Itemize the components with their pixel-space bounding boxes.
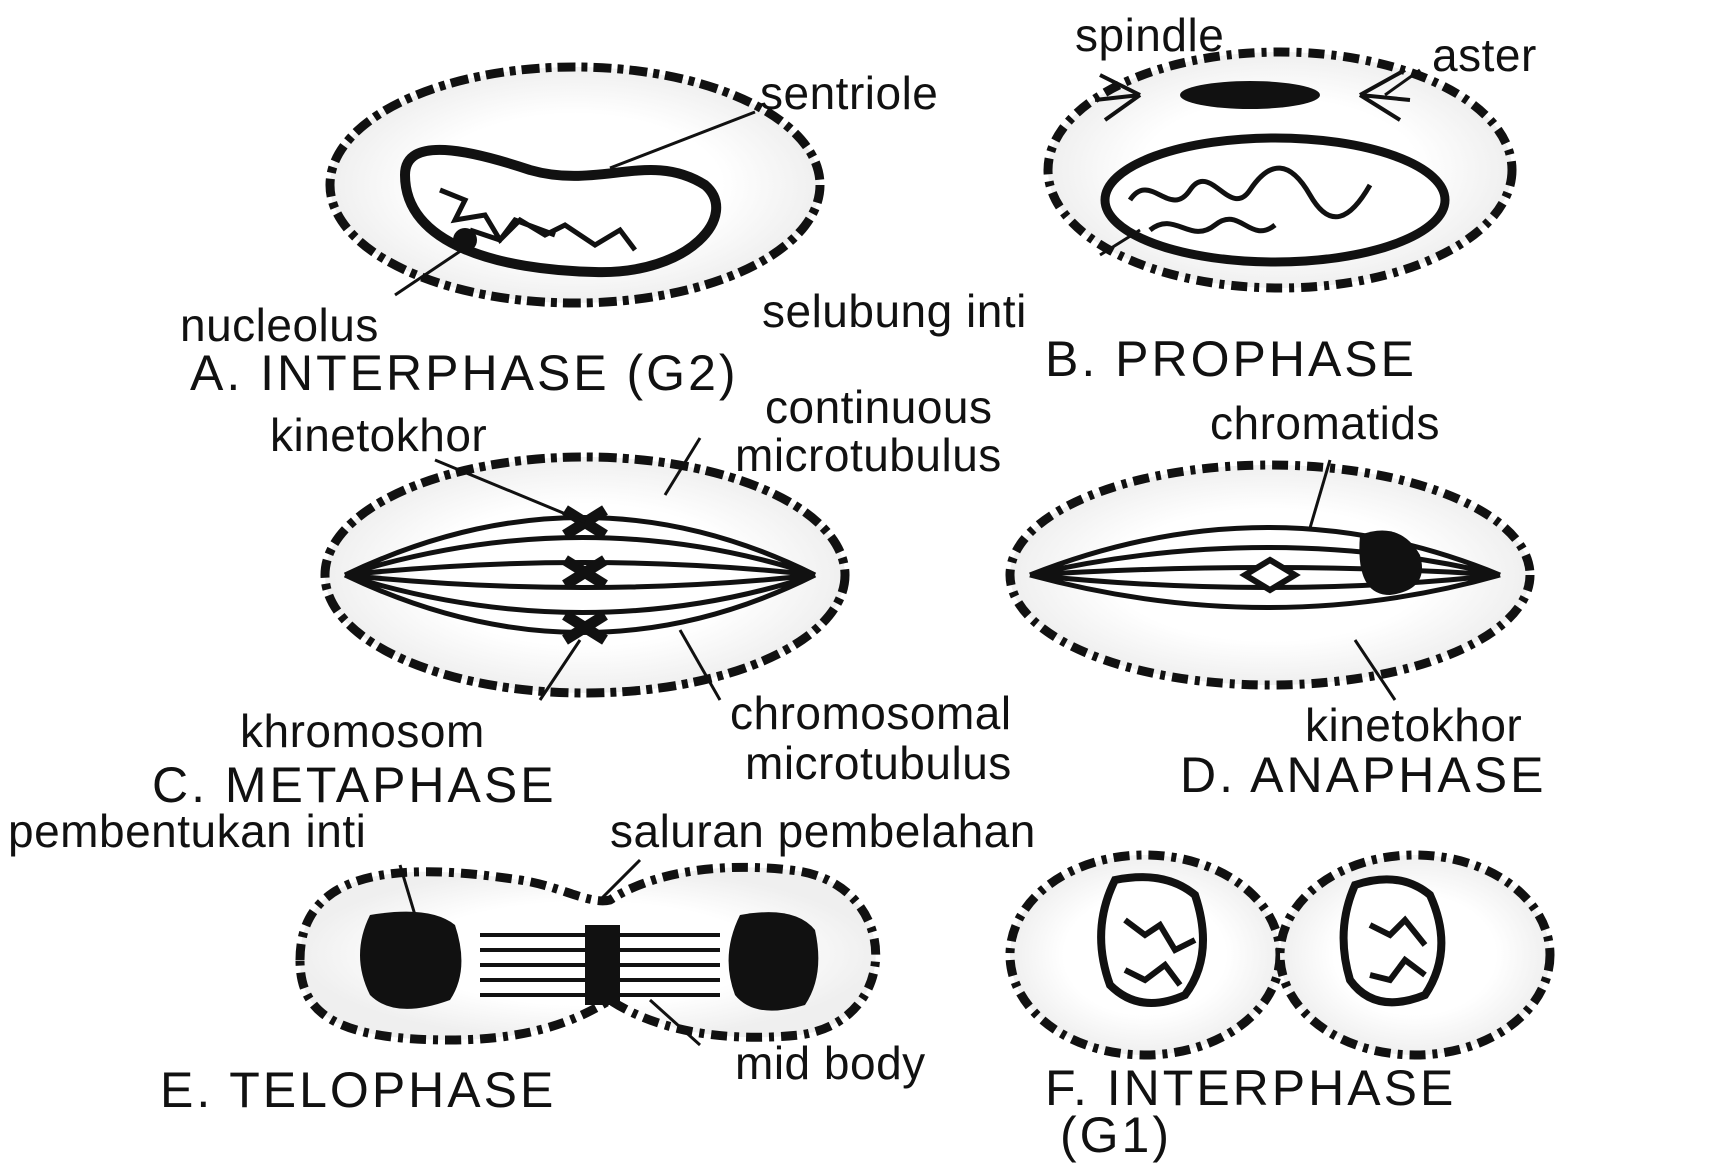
caption-telophase: E. TELOPHASE bbox=[160, 1065, 556, 1115]
label-kinetokhor-c: kinetokhor bbox=[270, 412, 487, 458]
label-selubung-inti: selubung inti bbox=[762, 288, 1027, 334]
label-pembentukan-inti: pembentukan inti bbox=[8, 808, 366, 854]
label-microtubulus-bottom: microtubulus bbox=[745, 740, 1012, 786]
cell-interphase-g1 bbox=[1010, 855, 1550, 1055]
caption-interphase-g1: F. INTERPHASE bbox=[1045, 1063, 1456, 1113]
caption-anaphase: D. ANAPHASE bbox=[1180, 750, 1546, 800]
cell-prophase bbox=[1048, 52, 1512, 288]
caption-interphase-g2: A. INTERPHASE (G2) bbox=[190, 348, 739, 398]
cell-anaphase bbox=[1010, 460, 1530, 700]
nucleus bbox=[1105, 138, 1445, 262]
label-aster: aster bbox=[1432, 32, 1537, 78]
label-sentriole: sentriole bbox=[760, 70, 938, 116]
label-chromosomal: chromosomal bbox=[730, 690, 1012, 736]
caption-metaphase: C. METAPHASE bbox=[152, 760, 557, 810]
nucleus-right bbox=[1344, 879, 1442, 1002]
label-chromatids: chromatids bbox=[1210, 400, 1440, 446]
spindle bbox=[1180, 81, 1320, 109]
daughter-nucleus-right bbox=[729, 912, 819, 1010]
label-spindle: spindle bbox=[1075, 12, 1224, 58]
cell-telophase bbox=[300, 860, 876, 1045]
caption-interphase-g1-phase: (G1) bbox=[1060, 1110, 1172, 1160]
label-khromosom: khromosom bbox=[240, 708, 485, 754]
label-saluran-pembelahan: saluran pembelahan bbox=[610, 808, 1036, 854]
nucleolus bbox=[453, 228, 477, 252]
label-nucleolus: nucleolus bbox=[180, 302, 379, 348]
daughter-nucleus-left bbox=[360, 912, 461, 1009]
cell-interphase-g2 bbox=[330, 67, 820, 303]
label-microtubulus-top: microtubulus bbox=[735, 432, 1002, 478]
label-mid-body: mid body bbox=[735, 1040, 926, 1086]
nucleus-left bbox=[1101, 877, 1203, 1003]
label-continuous: continuous bbox=[765, 384, 993, 430]
caption-prophase: B. PROPHASE bbox=[1045, 334, 1417, 384]
label-kinetokhor-d: kinetokhor bbox=[1305, 702, 1522, 748]
mid-body bbox=[585, 925, 620, 1005]
